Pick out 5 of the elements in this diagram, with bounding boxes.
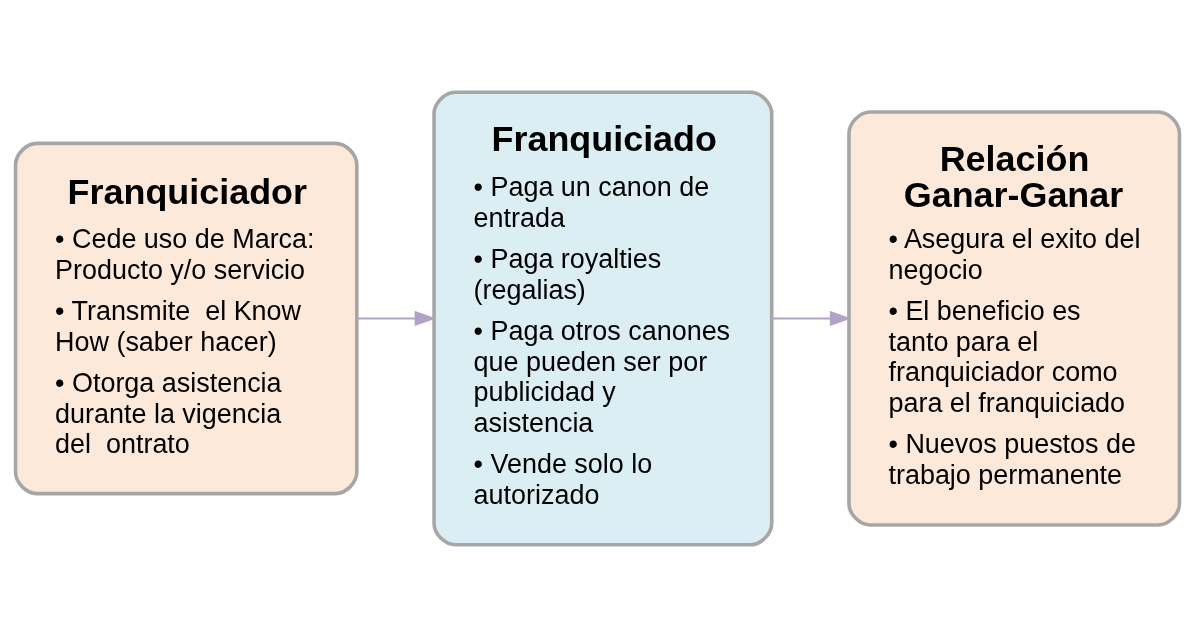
arrow [771,310,852,326]
node-box: Relación Ganar-Ganar • Asegura el exito del negocio • El beneficio es tanto para el franquiciador como para el franquiciado • Nuevos puestos de trabajo permanente [847,109,1182,527]
arrow [356,310,437,326]
node-box: Franquiciado • Paga un canon de entrada • Paga royalties (regalias) • Paga otros canones que pueden ser por publicidad y asistencia • Vende solo lo autorizado [432,89,774,547]
node-box: Franquiciador • Cede uso de Marca: Producto y/o servicio • Transmite el Know How (saber hacer) • Otorga asistencia durante la vigencia del ontrato [13,141,359,495]
